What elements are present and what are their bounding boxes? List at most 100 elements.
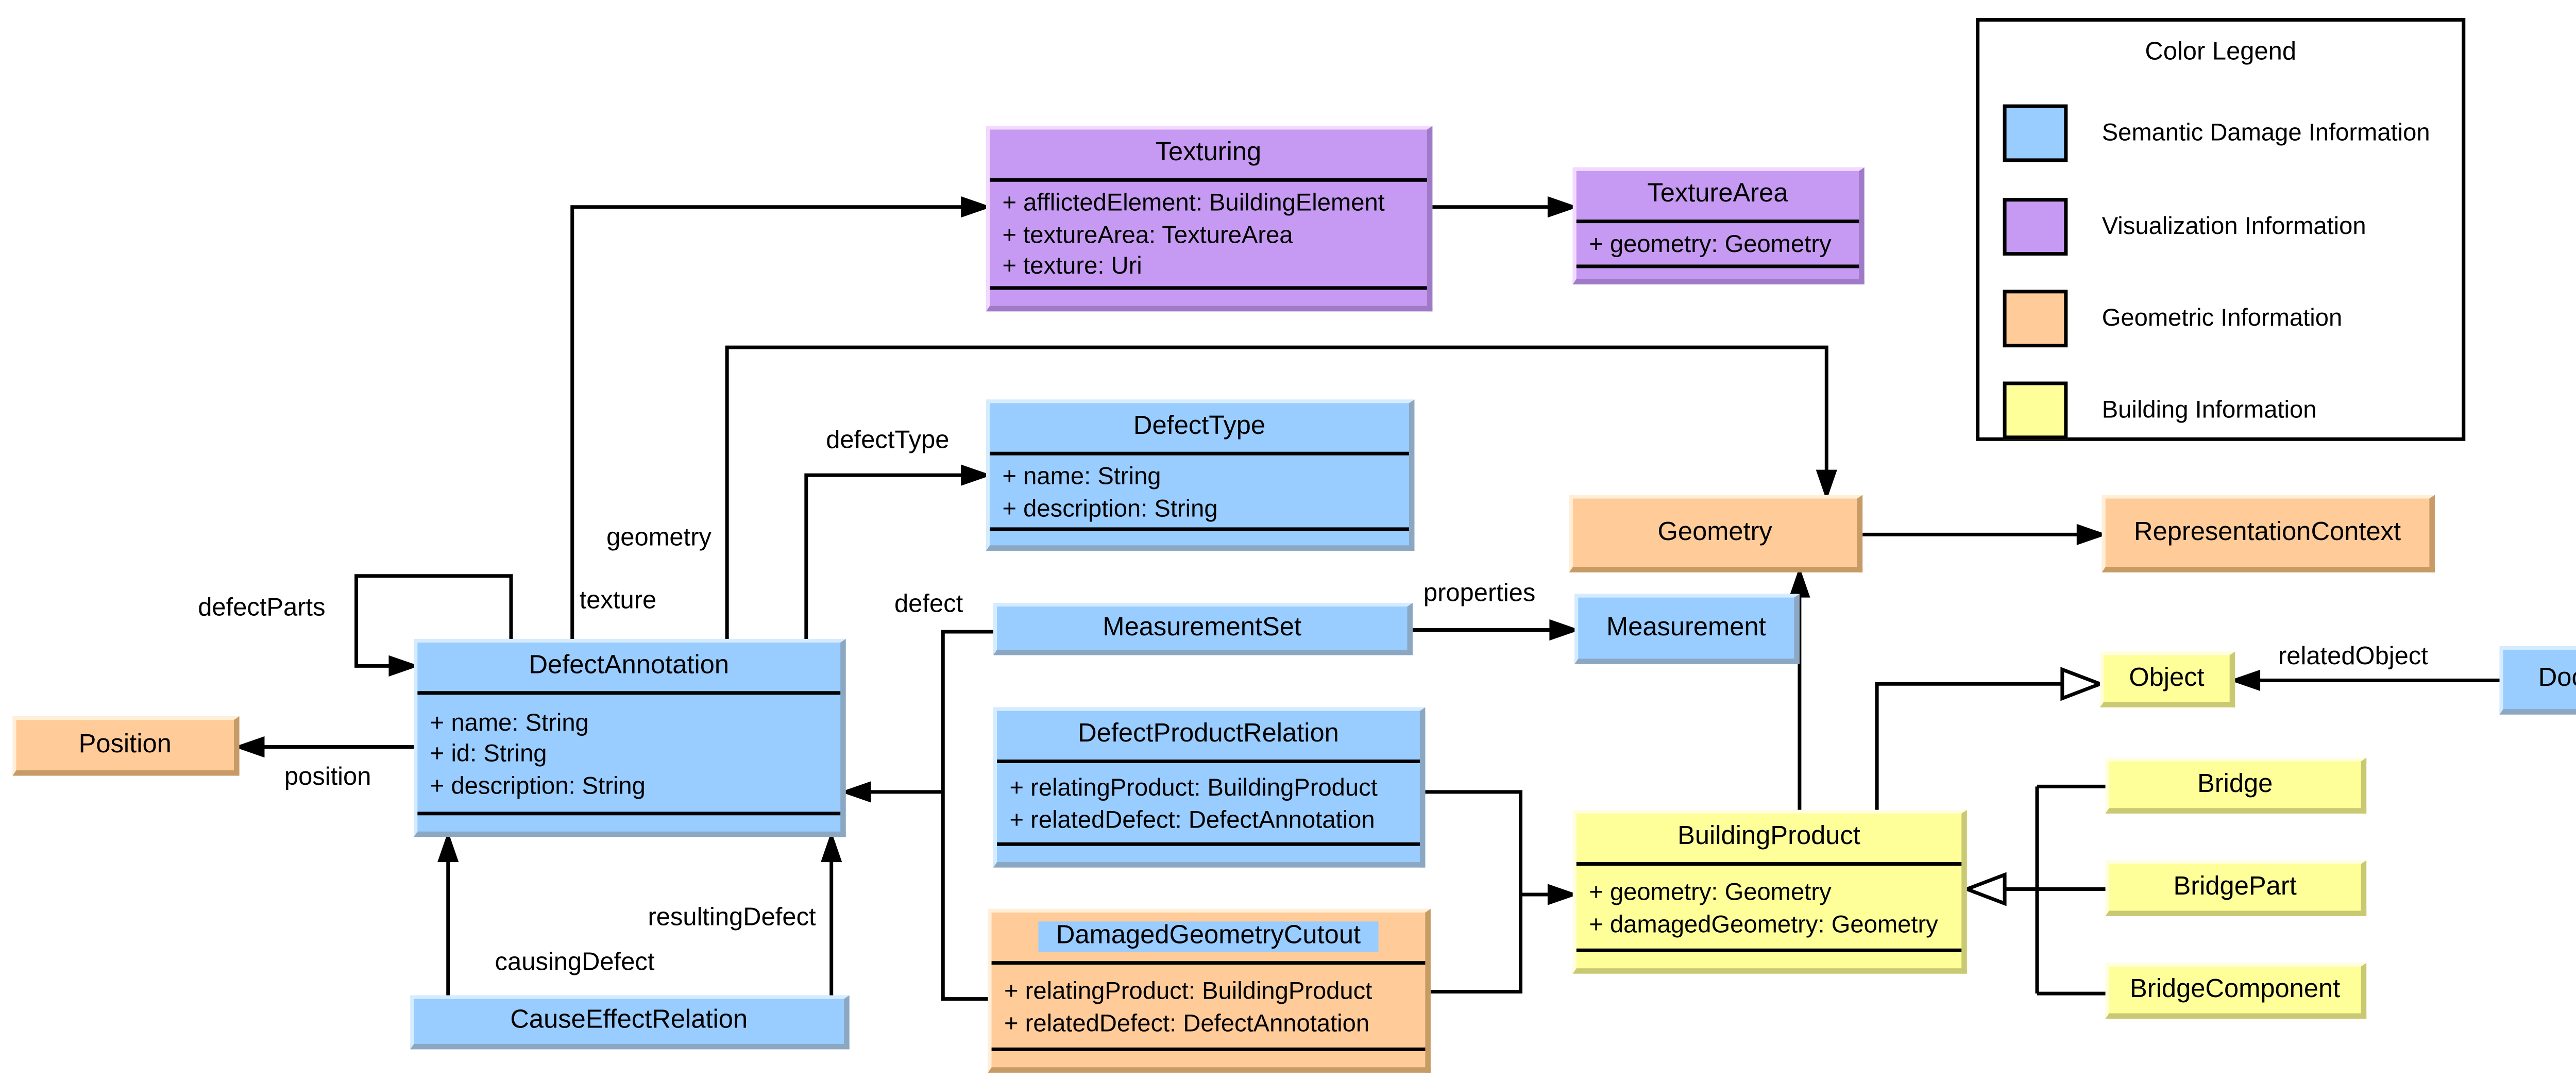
edge-defect-type (804, 464, 992, 639)
operations-compartment-empty (997, 846, 1420, 862)
attribute: + name: String (1002, 462, 1161, 490)
operations-compartment-empty (992, 1051, 1426, 1067)
class-representation-context: RepresentationContext (2102, 495, 2435, 572)
attribute-compartment: + afflictedElement: BuildingElement + te… (990, 182, 1427, 290)
highlighted-title: DamagedGeometryCutout (1038, 921, 1379, 952)
association-arrowhead (961, 464, 992, 486)
edge-label-position: position (284, 761, 371, 790)
edge-relation-junction (1425, 790, 1522, 994)
edge-resulting-defect (821, 831, 842, 996)
operations-compartment-empty (990, 531, 1409, 547)
association-arrowhead (840, 781, 871, 803)
edge-label-related-object: relatedObject (2278, 640, 2428, 670)
class-title: BuildingProduct (1576, 814, 1962, 866)
legend-row: Semantic Damage Information (2003, 103, 2430, 162)
attribute: + afflictedElement: BuildingElement (1002, 189, 1385, 217)
attribute: + description: String (430, 771, 646, 799)
legend-swatch-visualization (2003, 197, 2068, 255)
association-arrowhead (1789, 567, 1810, 598)
edge-texture (570, 196, 992, 639)
class-title: MeasurementSet (1103, 613, 1302, 642)
association-arrowhead (1547, 196, 1579, 218)
operations-compartment-empty (1577, 267, 1859, 283)
class-title: Texturing (990, 129, 1427, 182)
class-cause-effect-relation: CauseEffectRelation (410, 995, 850, 1050)
edge-position (233, 736, 414, 758)
class-title: CauseEffectRelation (510, 1006, 748, 1035)
edge-relating-product (1520, 884, 1579, 905)
class-title: BridgePart (2173, 872, 2297, 901)
generalization-arrowhead (1961, 872, 2007, 906)
operations-compartment-empty (417, 815, 840, 831)
legend-label: Geometric Information (2102, 304, 2343, 331)
class-bridge-part: BridgePart (2105, 860, 2367, 916)
class-bridge: Bridge (2105, 757, 2367, 814)
class-texture-area: TextureArea + geometry: Geometry (1572, 167, 1865, 284)
attribute: + damagedGeometry: Geometry (1589, 909, 1938, 937)
edge-label-defect-parts: defectParts (198, 592, 326, 621)
class-defect-type: DefectType + name: String + description:… (986, 399, 1415, 551)
class-title: BridgeComponent (2130, 974, 2341, 1004)
class-title: Object (2129, 663, 2205, 693)
class-object: Object (2100, 651, 2235, 707)
edge-label-defect-type: defectType (826, 425, 950, 454)
class-measurement: Measurement (1574, 594, 1800, 664)
edge-label-properties: properties (1423, 578, 1536, 607)
attribute: + id: String (430, 740, 547, 767)
class-title: RepresentationContext (2133, 517, 2401, 547)
legend-row: Building Information (2003, 380, 2317, 439)
attribute: + relatingProduct: BuildingProduct (1009, 773, 1378, 801)
class-title: Measurement (1606, 613, 1766, 642)
attribute-compartment: + name: String + id: String + descriptio… (417, 695, 841, 816)
generalization-arrowhead (2060, 667, 2106, 701)
attribute: + description: String (1002, 494, 1218, 521)
color-legend: Color Legend Semantic Damage Information… (1976, 18, 2466, 441)
class-title: DocumentReference (2538, 664, 2576, 693)
attribute: + textureArea: TextureArea (1002, 221, 1293, 248)
attribute: + relatedDefect: DefectAnnotation (1004, 1008, 1370, 1036)
attribute: + relatingProduct: BuildingProduct (1004, 977, 1372, 1005)
legend-row: Geometric Information (2003, 288, 2343, 347)
attribute-compartment: + name: String + description: String (990, 456, 1409, 531)
operations-compartment-empty (1577, 952, 1961, 968)
class-defect-product-relation: DefectProductRelation + relatingProduct:… (993, 707, 1426, 868)
edge-label-causing-defect: causingDefect (495, 947, 655, 976)
class-title: DefectType (990, 403, 1409, 456)
class-document-reference: DocumentReference (2499, 646, 2576, 715)
class-damaged-geometry-cutout: DamagedGeometryCutout + relatingProduct:… (988, 908, 1431, 1073)
legend-swatch-building (2003, 380, 2068, 439)
edge-defect-parts-loop (354, 574, 513, 677)
edge-label-defect: defect (894, 588, 963, 618)
edge-label-geometry: geometry (606, 521, 711, 551)
legend-swatch-geometric (2003, 289, 2068, 347)
class-title: DamagedGeometryCutout (991, 913, 1426, 965)
legend-swatch-semantic-damage (2003, 103, 2068, 161)
attribute-compartment: + relatingProduct: BuildingProduct + rel… (997, 763, 1420, 846)
association-arrowhead (1816, 469, 1837, 501)
association-arrowhead (388, 655, 420, 677)
class-bridge-component: BridgeComponent (2105, 963, 2367, 1019)
class-texturing: Texturing + afflictedElement: BuildingEl… (986, 126, 1433, 312)
association-arrowhead (437, 831, 459, 863)
edge-texturing-texturearea (1432, 196, 1579, 218)
attribute-compartment: + geometry: Geometry (1576, 223, 1859, 267)
class-title: Bridge (2197, 769, 2273, 799)
class-title: TextureArea (1576, 171, 1859, 224)
legend-title: Color Legend (2145, 36, 2297, 65)
class-title: Position (78, 730, 172, 759)
attribute: + geometry: Geometry (1589, 230, 1832, 258)
edge-bridge-generalization (1961, 872, 2106, 906)
edge-label-texture: texture (579, 585, 657, 614)
edge-related-object (2229, 669, 2500, 691)
edge-defect-junction (941, 630, 994, 1001)
edge-properties (1412, 619, 1580, 641)
edge-label-resulting-defect: resultingDefect (648, 901, 816, 931)
association-arrowhead (233, 736, 265, 758)
class-title: DefectAnnotation (417, 643, 841, 695)
edge-causing-defect (437, 831, 459, 996)
edge-defect-arrow (840, 781, 943, 803)
association-arrowhead (1549, 619, 1580, 641)
attribute: + geometry: Geometry (1589, 878, 1832, 905)
